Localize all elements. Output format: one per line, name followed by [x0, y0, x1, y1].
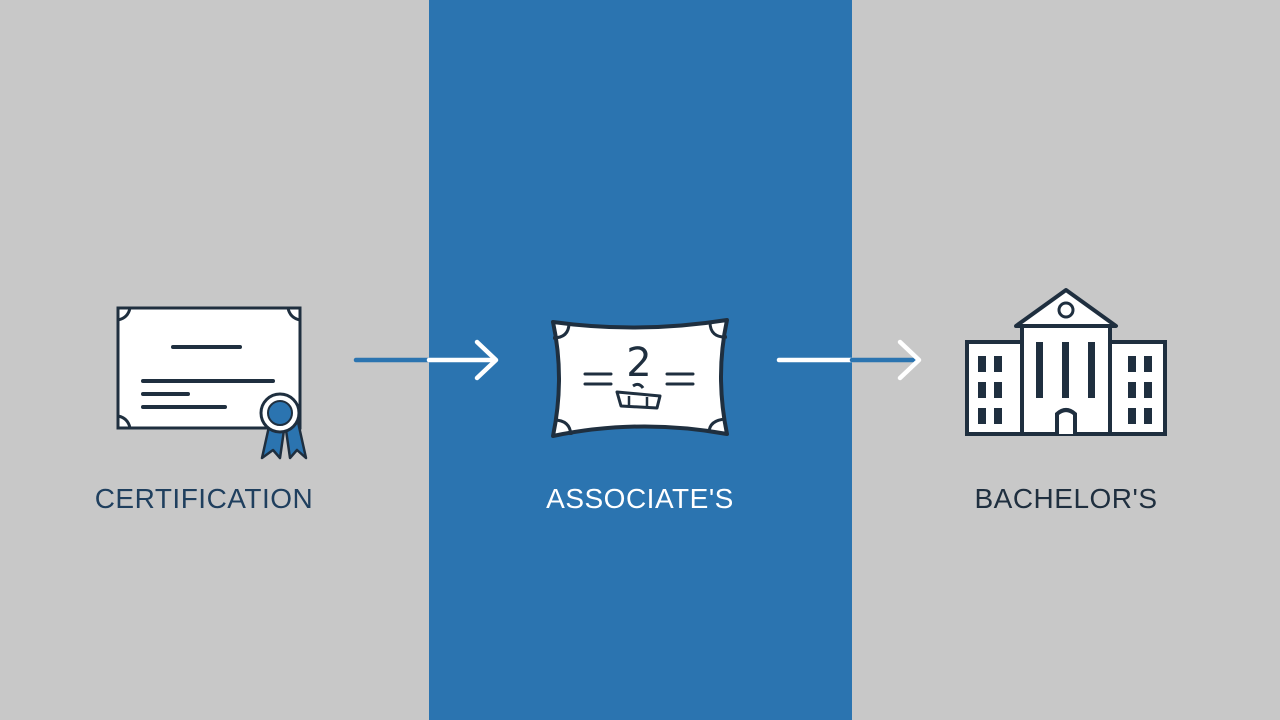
- diploma-scroll-icon: 2: [551, 318, 729, 438]
- ribbon-medal-icon: [259, 392, 308, 460]
- step-label-bachelors: BACHELOR'S: [974, 483, 1158, 514]
- university-building-icon: [965, 288, 1167, 436]
- arrow-right-icon: [353, 339, 499, 381]
- step-label-associates: ASSOCIATE'S: [546, 483, 734, 514]
- step-label-certification: CERTIFICATION: [94, 483, 314, 514]
- certificate-ribbon-icon: [116, 306, 308, 460]
- diploma-number: 2: [626, 340, 651, 386]
- arrow-right-icon: [776, 339, 922, 381]
